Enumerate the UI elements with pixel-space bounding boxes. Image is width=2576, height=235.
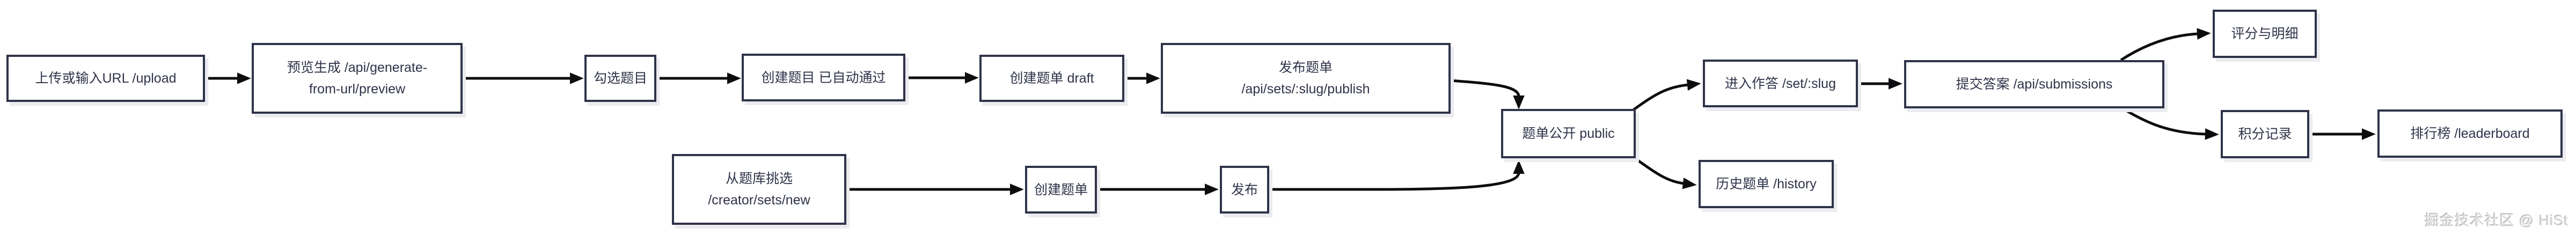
flow-node-submit-answers: 提交答案 /api/submissions xyxy=(1904,60,2164,108)
flow-node-label: 创建题单 xyxy=(1034,182,1088,197)
flow-node-enter-answer: 进入作答 /set/:slug xyxy=(1703,60,1858,107)
flow-node-score-detail: 评分与明细 xyxy=(2213,10,2317,58)
flow-node-label: /api/sets/:slug/publish xyxy=(1241,82,1370,97)
flow-node-create-set-draft: 创建题单 draft xyxy=(979,55,1124,102)
flow-node-label: 预览生成 /api/generate- xyxy=(287,60,428,75)
flow-node-label: from-url/preview xyxy=(309,82,406,97)
flow-node-label: 勾选题目 xyxy=(593,71,647,86)
arrow-publish-set-api-to-set-public xyxy=(1450,79,1525,109)
flow-node-label: 上传或输入URL /upload xyxy=(35,71,177,86)
watermark-text: 掘金技术社区 @ HiSt xyxy=(2424,212,2568,229)
flow-node-label: 创建题单 draft xyxy=(1009,71,1094,86)
flow-node-label: 题单公开 public xyxy=(1522,126,1615,141)
arrow-submit-answers-to-points-record xyxy=(2121,107,2219,140)
flow-node-label: 发布 xyxy=(1231,182,1258,197)
flow-node-publish: 发布 xyxy=(1220,166,1269,214)
arrow-set-public-to-enter-answer xyxy=(1631,79,1701,112)
flow-node-history: 历史题单 /history xyxy=(1699,160,1834,208)
flow-node-label: 提交答案 /api/submissions xyxy=(1956,77,2113,92)
flow-node-leaderboard: 排行榜 /leaderboard xyxy=(2377,109,2563,158)
flow-node-publish-set-api: 发布题单/api/sets/:slug/publish xyxy=(1161,43,1451,114)
flow-node-preview-generate: 预览生成 /api/generate-from-url/preview xyxy=(252,43,463,114)
flow-node-label: 进入作答 /set/:slug xyxy=(1725,76,1836,91)
arrow-set-public-to-history xyxy=(1631,155,1697,189)
flow-node-upload: 上传或输入URL /upload xyxy=(6,55,205,102)
flow-node-label: 发布题单 xyxy=(1278,60,1333,75)
flow-node-label: /creator/sets/new xyxy=(708,193,810,208)
flow-node-label: 历史题单 /history xyxy=(1716,177,1817,192)
flow-node-points-record: 积分记录 xyxy=(2221,110,2309,158)
flow-node-label: 排行榜 /leaderboard xyxy=(2410,126,2530,141)
arrow-publish-to-set-public xyxy=(1269,160,1525,191)
flow-node-set-public: 题单公开 public xyxy=(1501,109,1636,158)
flow-node-label: 从题库挑选 xyxy=(725,171,793,186)
flow-node-label: 创建题目 已自动通过 xyxy=(761,70,886,85)
flow-node-create-set: 创建题单 xyxy=(1025,166,1097,214)
flow-node-check-questions: 勾选题目 xyxy=(584,55,656,102)
flow-node-label: 评分与明细 xyxy=(2231,26,2299,41)
flow-node-pick-from-bank: 从题库挑选/creator/sets/new xyxy=(672,154,846,225)
flow-node-label: 积分记录 xyxy=(2238,127,2292,142)
arrow-submit-answers-to-score-detail xyxy=(2120,28,2211,62)
flow-node-create-questions: 创建题目 已自动通过 xyxy=(742,54,905,101)
